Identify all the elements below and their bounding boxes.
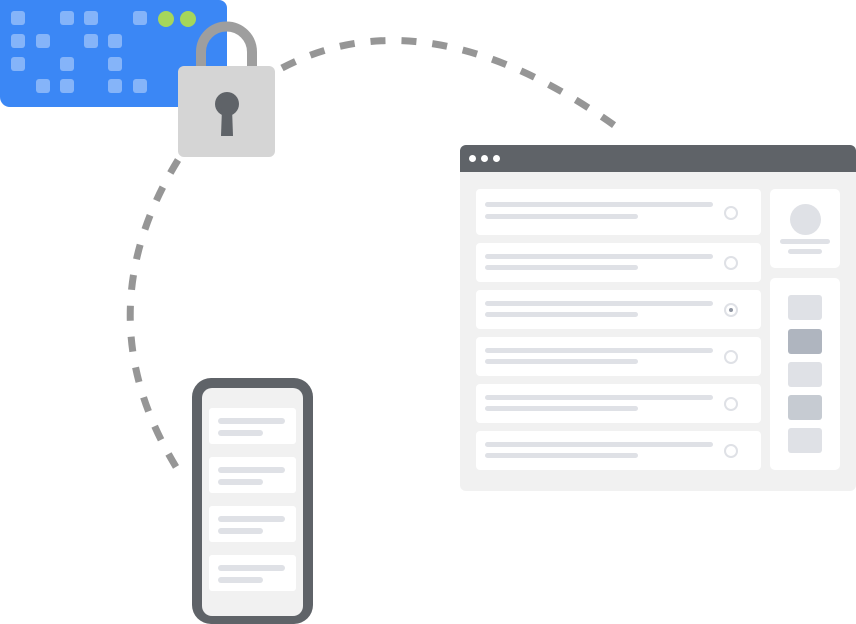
placeholder-line xyxy=(485,359,638,364)
browser-titlebar xyxy=(460,145,856,172)
list-item[interactable] xyxy=(476,290,761,329)
placeholder-line xyxy=(218,516,285,522)
status-light xyxy=(158,11,174,27)
server-led xyxy=(133,11,147,25)
server-led xyxy=(60,57,74,71)
placeholder-line xyxy=(218,467,285,473)
list-item[interactable] xyxy=(476,384,761,423)
radio-button[interactable] xyxy=(724,256,738,270)
color-swatch[interactable] xyxy=(788,395,822,420)
server-led xyxy=(108,79,122,93)
profile-card xyxy=(770,189,840,268)
server-card xyxy=(0,0,227,107)
placeholder-line xyxy=(485,254,713,259)
keyhole-slot xyxy=(221,108,233,136)
connection-arc-server-to-browser xyxy=(280,36,628,136)
server-led xyxy=(36,79,50,93)
list-item[interactable] xyxy=(476,431,761,470)
placeholder-line xyxy=(218,418,285,424)
padlock-icon xyxy=(178,21,275,157)
radio-button[interactable] xyxy=(724,350,738,364)
phone-list-item[interactable] xyxy=(209,408,296,444)
placeholder-line xyxy=(485,312,638,317)
list-item[interactable] xyxy=(476,337,761,376)
connection-arc-server-to-phone xyxy=(126,158,186,480)
server-led xyxy=(11,11,25,25)
placeholder-line xyxy=(485,202,713,207)
placeholder-line xyxy=(485,348,713,353)
browser-window xyxy=(460,145,856,491)
server-led xyxy=(60,11,74,25)
mobile-phone-icon xyxy=(192,378,313,624)
window-control-icon[interactable] xyxy=(481,155,488,162)
color-swatch[interactable] xyxy=(788,428,822,453)
server-led xyxy=(84,34,98,48)
status-light xyxy=(180,11,196,27)
color-swatch[interactable] xyxy=(788,329,822,354)
swatch-panel xyxy=(770,278,840,470)
placeholder-line xyxy=(485,301,713,306)
server-led xyxy=(11,57,25,71)
radio-button[interactable] xyxy=(724,206,738,220)
list-item[interactable] xyxy=(476,243,761,282)
window-control-icon[interactable] xyxy=(469,155,476,162)
placeholder-line xyxy=(485,453,638,458)
window-control-icon[interactable] xyxy=(493,155,500,162)
keyhole-icon xyxy=(215,92,239,116)
server-led xyxy=(60,79,74,93)
color-swatch[interactable] xyxy=(788,362,822,387)
server-led xyxy=(108,57,122,71)
placeholder-line xyxy=(485,395,713,400)
padlock-shackle xyxy=(196,21,257,68)
phone-screen xyxy=(202,388,303,616)
placeholder-line xyxy=(218,430,263,436)
placeholder-line xyxy=(218,479,263,485)
list-item[interactable] xyxy=(476,189,761,235)
avatar xyxy=(790,204,821,235)
radio-dot xyxy=(729,308,733,312)
placeholder-line xyxy=(788,249,822,254)
phone-list-item[interactable] xyxy=(209,457,296,493)
placeholder-line xyxy=(485,265,638,270)
radio-button[interactable] xyxy=(724,397,738,411)
placeholder-line xyxy=(485,406,638,411)
placeholder-line xyxy=(218,577,263,583)
placeholder-line xyxy=(218,528,263,534)
radio-button[interactable] xyxy=(724,444,738,458)
placeholder-line xyxy=(485,214,638,219)
server-led xyxy=(133,79,147,93)
server-led xyxy=(11,34,25,48)
server-led xyxy=(84,11,98,25)
placeholder-line xyxy=(780,239,830,244)
radio-button-selected[interactable] xyxy=(724,303,738,317)
server-led xyxy=(36,34,50,48)
placeholder-line xyxy=(218,565,285,571)
server-led xyxy=(108,34,122,48)
color-swatch[interactable] xyxy=(788,295,822,320)
placeholder-line xyxy=(485,442,713,447)
phone-list-item[interactable] xyxy=(209,555,296,591)
phone-list-item[interactable] xyxy=(209,506,296,542)
